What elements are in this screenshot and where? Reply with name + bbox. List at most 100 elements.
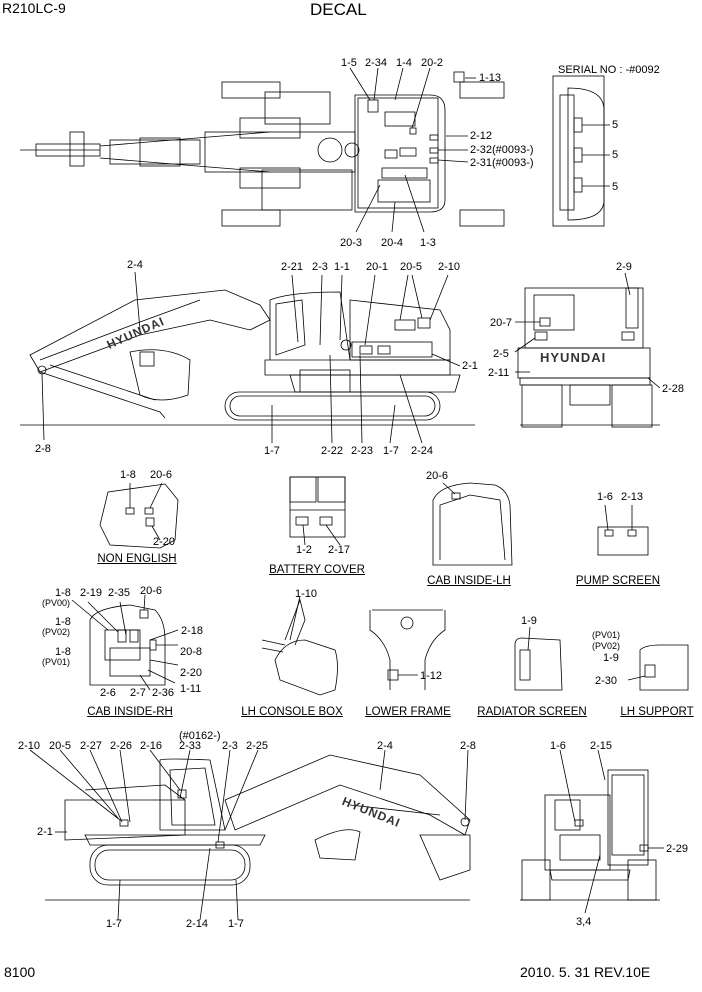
callout: 1-8 [55, 587, 71, 599]
side-view-lh-drawing [20, 271, 475, 444]
caption-pump-screen: PUMP SCREEN [575, 575, 661, 587]
callout: 2-1 [462, 360, 478, 372]
top-view-drawing [20, 67, 505, 233]
callout: 20-2 [421, 57, 444, 69]
cab-inside-rh-drawing [71, 594, 179, 691]
callout: 2-32(#0093-) [470, 144, 534, 156]
callout: 2-3 [222, 740, 238, 752]
callout: 2-14 [186, 918, 209, 930]
callout: 2-21 [281, 261, 304, 273]
callout: 2-31(#0093-) [470, 157, 534, 169]
callout: 2-20 [180, 667, 203, 679]
lh-support-drawing [627, 644, 689, 691]
callout: 20-8 [180, 646, 203, 658]
callout: 1-2 [296, 544, 312, 556]
callout: 2-26 [110, 740, 133, 752]
callout: 20-1 [366, 261, 389, 273]
callout: 5 [612, 181, 619, 193]
callout: 1-7 [228, 918, 244, 930]
callout: 2-11 [488, 367, 510, 379]
callout: (PV02) [42, 627, 71, 637]
front-view-drawing [520, 749, 664, 914]
radiator-screen-drawing [514, 626, 563, 691]
callout: 20-4 [381, 237, 404, 249]
non-english-drawing [99, 482, 179, 549]
callout: 20-6 [150, 469, 173, 481]
callout: 20-5 [49, 740, 72, 752]
callout: 1-1 [334, 261, 350, 273]
callout: 2-36 [152, 687, 175, 699]
lower-frame-drawing [369, 609, 446, 690]
callout: 2-10 [438, 261, 461, 273]
callout: 2-9 [616, 261, 632, 273]
callout: 2-5 [493, 348, 509, 360]
callout: 2-27 [80, 740, 103, 752]
caption-radiator-screen: RADIATOR SCREEN [477, 706, 587, 718]
date-revision: 2010. 5. 31 REV.10E [520, 964, 651, 980]
battery-cover-drawing [289, 476, 346, 546]
callout: 2-17 [328, 544, 351, 556]
page-number: 8100 [4, 964, 36, 980]
model-code: R210LC-9 [2, 0, 66, 16]
callout: 2-30 [595, 675, 618, 687]
callout: 1-9 [521, 615, 537, 627]
callout: (#0162-) [179, 730, 221, 742]
caption-cab-inside-rh: CAB INSIDE-RH [87, 706, 173, 718]
callout: (PV01) [592, 630, 621, 640]
callout: 1-7 [264, 445, 280, 457]
callout: 1-8 [55, 646, 71, 658]
callout: 5 [612, 119, 619, 131]
callout: 2-29 [666, 843, 689, 855]
callout: 2-22 [321, 445, 344, 457]
callout: 2-4 [127, 259, 143, 271]
callout: 2-28 [662, 383, 685, 395]
callout: 2-35 [108, 587, 131, 599]
callout: 2-3 [312, 261, 328, 273]
callout: 1-7 [383, 445, 399, 457]
callout: 2-12 [470, 130, 493, 142]
callout: 1-9 [603, 652, 619, 664]
callout: (PV00) [42, 598, 71, 608]
caption-cab-inside-lh: CAB INSIDE-LH [427, 575, 511, 587]
caption-lh-support: LH SUPPORT [620, 706, 694, 718]
callout: 20-7 [490, 317, 513, 329]
caption-lh-console-box: LH CONSOLE BOX [241, 706, 343, 718]
callout: 2-24 [411, 445, 434, 457]
caption-lower-frame: LOWER FRAME [365, 706, 451, 718]
callout: 2-6 [100, 687, 116, 699]
pump-screen-drawing [597, 504, 649, 556]
serial-note: SERIAL NO : -#0092 [558, 64, 660, 76]
callout: 1-6 [597, 491, 613, 503]
callout: 2-15 [590, 740, 613, 752]
callout: 3,4 [576, 916, 592, 928]
callout: 1-4 [396, 57, 412, 69]
callout: 1-8 [55, 616, 71, 628]
serial-view-drawing [552, 75, 610, 227]
callout: 2-1 [37, 826, 53, 838]
callout: 1-13 [479, 72, 502, 84]
callout: 2-33 [179, 740, 202, 752]
callout: 1-11 [180, 683, 202, 695]
callout: 1-5 [341, 57, 357, 69]
callout: 1-6 [550, 740, 566, 752]
callout: 1-10 [295, 588, 318, 600]
page-title: DECAL [310, 0, 367, 19]
callout: 20-6 [140, 585, 163, 597]
callout: 2-19 [80, 587, 103, 599]
callout: 2-10 [18, 740, 41, 752]
callout: (PV01) [42, 657, 71, 667]
callout: 2-4 [377, 740, 393, 752]
rear-view-drawing [514, 272, 661, 428]
caption-battery-cover: BATTERY COVER [269, 564, 365, 576]
callout: 2-16 [140, 740, 163, 752]
callout: 2-20 [153, 536, 176, 548]
callout: 2-25 [246, 740, 269, 752]
side-view-rh-drawing [29, 749, 471, 921]
callout: 2-7 [130, 687, 146, 699]
callout: 5 [612, 149, 619, 161]
callout: 1-3 [420, 237, 436, 249]
callout: 2-23 [351, 445, 374, 457]
brand-lettering-rear: HYUNDAI [540, 350, 607, 365]
